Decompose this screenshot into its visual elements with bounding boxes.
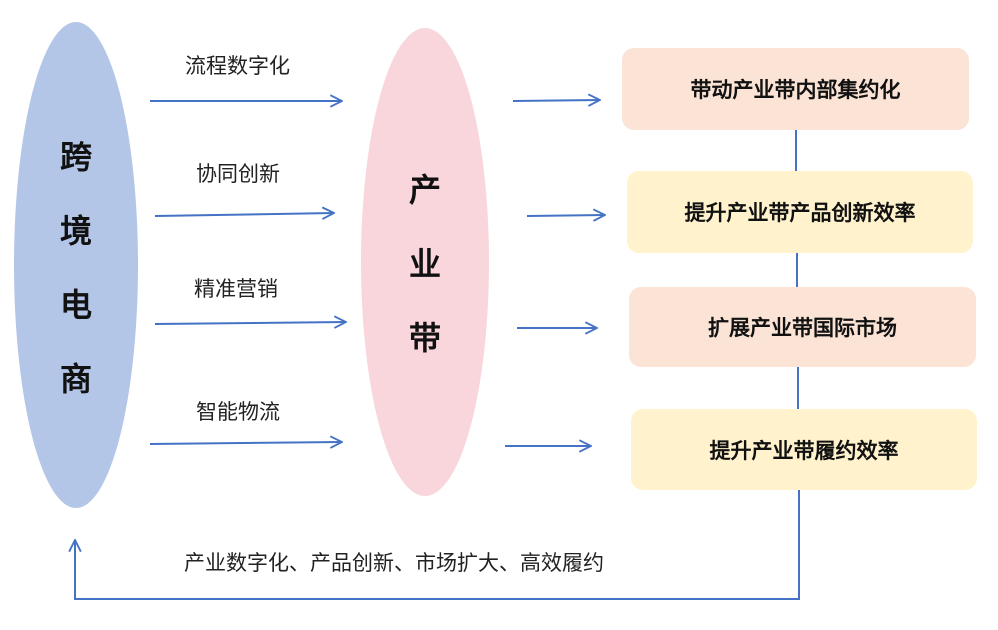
- feedback-loop-arrow: [75, 490, 800, 600]
- arrow-logistics: [149, 442, 342, 444]
- outcome-label-4: 提升产业带履约效率: [709, 438, 899, 463]
- center-node-char-1: 产: [408, 171, 441, 209]
- edge-label-marketing: 精准营销: [194, 277, 278, 301]
- outcome-box-fulfillment: 提升产业带履约效率: [631, 409, 977, 490]
- left-node-char-2: 境: [59, 212, 92, 250]
- feedback-label: 产业数字化、产品创新、市场扩大、高效履约: [184, 551, 604, 575]
- center-node-char-3: 带: [408, 319, 441, 357]
- center-node-char-2: 业: [408, 245, 441, 283]
- outcome-label-2: 提升产业带产品创新效率: [684, 201, 916, 225]
- outcome-label-3: 扩展产业带国际市场: [708, 316, 897, 340]
- arrow-outcome-1: [512, 100, 600, 101]
- outcome-box-intensification: 带动产业带内部集约化: [622, 48, 969, 130]
- left-node-char-3: 电: [59, 286, 92, 324]
- outcome-label-1: 带动产业带内部集约化: [690, 78, 901, 102]
- arrow-outcome-2: [526, 215, 605, 216]
- edge-label-logistics: 智能物流: [196, 400, 280, 424]
- left-node-char-1: 跨: [59, 138, 92, 176]
- outcome-box-international-market: 扩展产业带国际市场: [629, 287, 976, 367]
- left-node-label: 跨 境 电 商: [56, 120, 96, 416]
- arrow-innovation: [154, 213, 334, 216]
- left-node-ellipse: [14, 22, 138, 508]
- edge-label-innovation: 协同创新: [196, 162, 280, 186]
- left-node-char-4: 商: [59, 360, 92, 398]
- center-node-ellipse: [361, 28, 489, 496]
- center-node-label: 产 业 带: [405, 153, 445, 375]
- arrow-marketing: [154, 322, 346, 324]
- outcome-box-product-innovation: 提升产业带产品创新效率: [627, 171, 973, 253]
- edge-label-process: 流程数字化: [185, 54, 290, 78]
